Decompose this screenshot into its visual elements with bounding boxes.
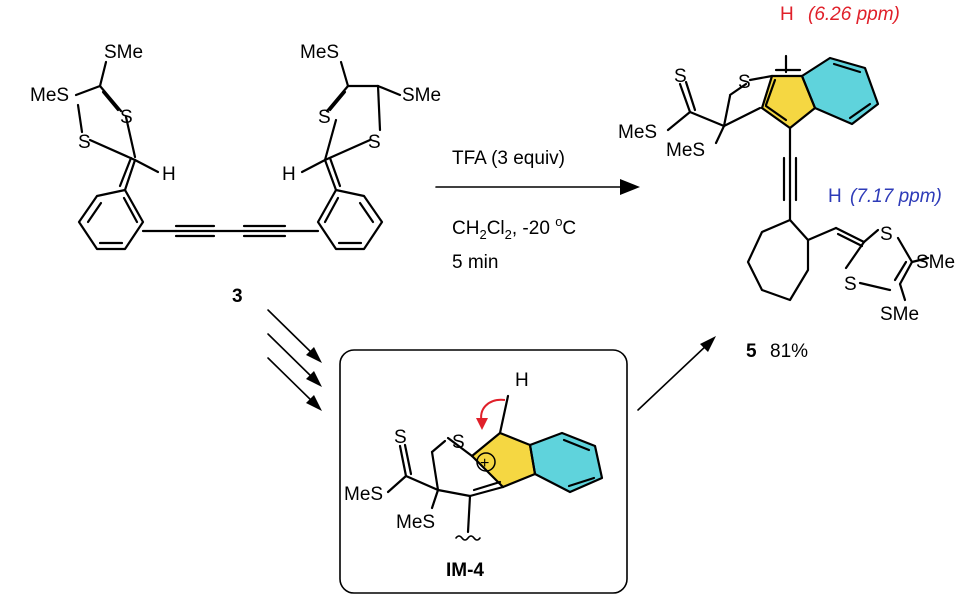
- alkyne-linker: [782, 126, 798, 222]
- sulfur-label: S: [120, 107, 133, 128]
- left-benzene-ring: [77, 188, 145, 251]
- ring-sulfur-label: S: [738, 72, 751, 93]
- compound-5: H (6.26 ppm) S S MeS MeS H (7.17 ppm) S …: [618, 4, 955, 362]
- fused-benzene-ring: [800, 56, 880, 126]
- top-hydrogen-label: H: [780, 4, 794, 25]
- sulfur-label: S: [368, 132, 381, 153]
- thioester-group: [666, 80, 726, 145]
- compound-3-label: 3: [232, 286, 243, 307]
- wavy-bond: [455, 535, 481, 541]
- sme-label: SMe: [402, 85, 441, 106]
- lower-benzene-ring: [746, 218, 810, 302]
- thiophene-ring: [722, 74, 777, 128]
- reaction-conditions: TFA (3 equiv) CH2Cl2, -20 oC 5 min: [435, 148, 640, 273]
- nmr-shift-vinyl: (7.17 ppm): [850, 186, 942, 207]
- cyan-ring-fill: [802, 58, 878, 124]
- product-dithiole: [806, 226, 930, 302]
- sme-label: SMe: [916, 252, 955, 273]
- dithiole-sulfur-label: S: [880, 224, 893, 245]
- yellow-ring-fill: [762, 76, 815, 128]
- mes-label: MeS: [300, 42, 339, 63]
- arrow-to-product: [637, 336, 716, 411]
- right-benzene-ring: [316, 188, 384, 251]
- right-dithiole-ring: [300, 60, 402, 192]
- multistep-arrows: [267, 309, 322, 411]
- thione-sulfur-label: S: [394, 427, 407, 448]
- diyne-linker: [141, 224, 320, 238]
- im4-label: IM-4: [446, 560, 484, 581]
- mes-quat-label: MeS: [396, 512, 435, 533]
- arrow-head: [620, 179, 640, 195]
- hydrogen-label: H: [162, 164, 176, 185]
- mes-ester-label: MeS: [344, 484, 383, 505]
- compound-3: SMe MeS S S H: [30, 42, 441, 307]
- nmr-shift-top: (6.26 ppm): [808, 4, 900, 25]
- dithiole-sulfur-label: S: [844, 274, 857, 295]
- sme-label: SMe: [104, 42, 143, 63]
- yellow-ring-fill: [472, 433, 535, 487]
- intermediate-frame: [339, 349, 628, 594]
- mes-quat-label: MeS: [666, 140, 705, 161]
- plus-sign: +: [480, 455, 489, 472]
- yield-label: 81%: [770, 341, 808, 362]
- left-dithiole-ring: [74, 60, 160, 192]
- compound-5-label: 5: [746, 341, 757, 362]
- sulfur-label: S: [318, 107, 331, 128]
- ring-sulfur-label: S: [452, 432, 465, 453]
- solvent-label: CH2Cl2, -20 oC: [452, 214, 576, 242]
- mes-ester-label: MeS: [618, 122, 657, 143]
- hydrogen-label: H: [282, 164, 296, 185]
- reagent-label: TFA (3 equiv): [452, 148, 565, 169]
- thione-sulfur-label: S: [674, 66, 687, 87]
- sme-label: SMe: [880, 304, 919, 325]
- intermediate-im4-box: + H S S MeS MeS IM-4: [339, 349, 628, 594]
- positive-charge-icon: [476, 452, 496, 472]
- time-label: 5 min: [452, 252, 498, 273]
- sulfur-label: S: [78, 132, 91, 153]
- hydrogen-label: H: [515, 370, 529, 391]
- mes-label: MeS: [30, 85, 69, 106]
- vinyl-hydrogen-label: H: [828, 186, 842, 207]
